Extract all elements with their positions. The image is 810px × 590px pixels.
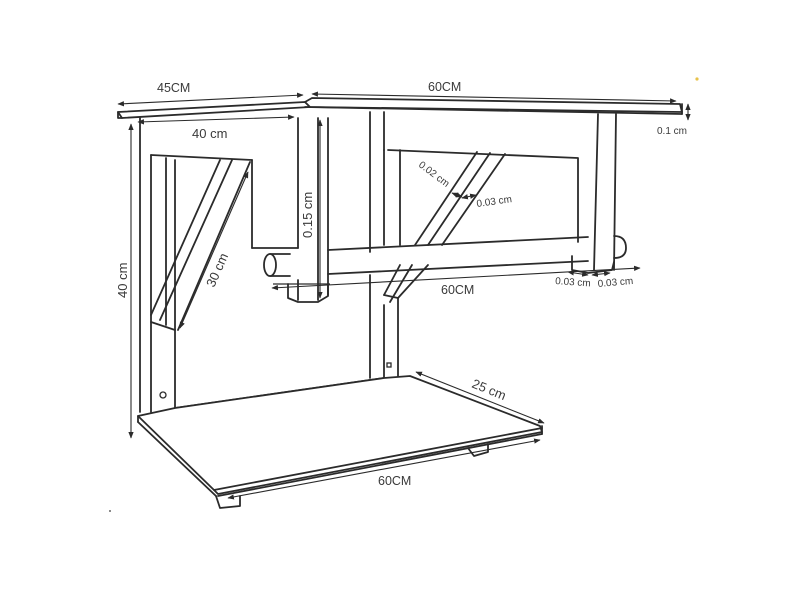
speck	[695, 77, 699, 81]
label-rail-width: 60CM	[441, 283, 474, 297]
speck	[109, 510, 111, 512]
label-top-thickness: 0.1 cm	[657, 126, 687, 137]
label-brace-length: 30 cm	[203, 251, 231, 289]
label-bottom-width: 60CM	[378, 474, 411, 488]
label-brace-width: 0.03 cm	[476, 194, 513, 210]
label-brace-gap: 0.02 cm	[416, 160, 451, 190]
bottom-shelf	[137, 375, 543, 509]
label-post-left: 0.03 cm	[555, 276, 591, 289]
dimension-lines	[117, 91, 691, 500]
back-frame	[369, 111, 617, 379]
label-top-depth: 45CM	[157, 81, 190, 95]
label-inner-depth: 40 cm	[192, 126, 227, 141]
back-diagonal-brace	[383, 151, 506, 303]
label-post-right: 0.03 cm	[597, 276, 633, 290]
label-top-width: 60CM	[428, 80, 461, 94]
label-post-height: 0.15 cm	[300, 192, 315, 238]
label-height: 40 cm	[115, 263, 130, 298]
left-side-frame	[139, 117, 330, 413]
label-bottom-depth: 25 cm	[470, 376, 508, 403]
